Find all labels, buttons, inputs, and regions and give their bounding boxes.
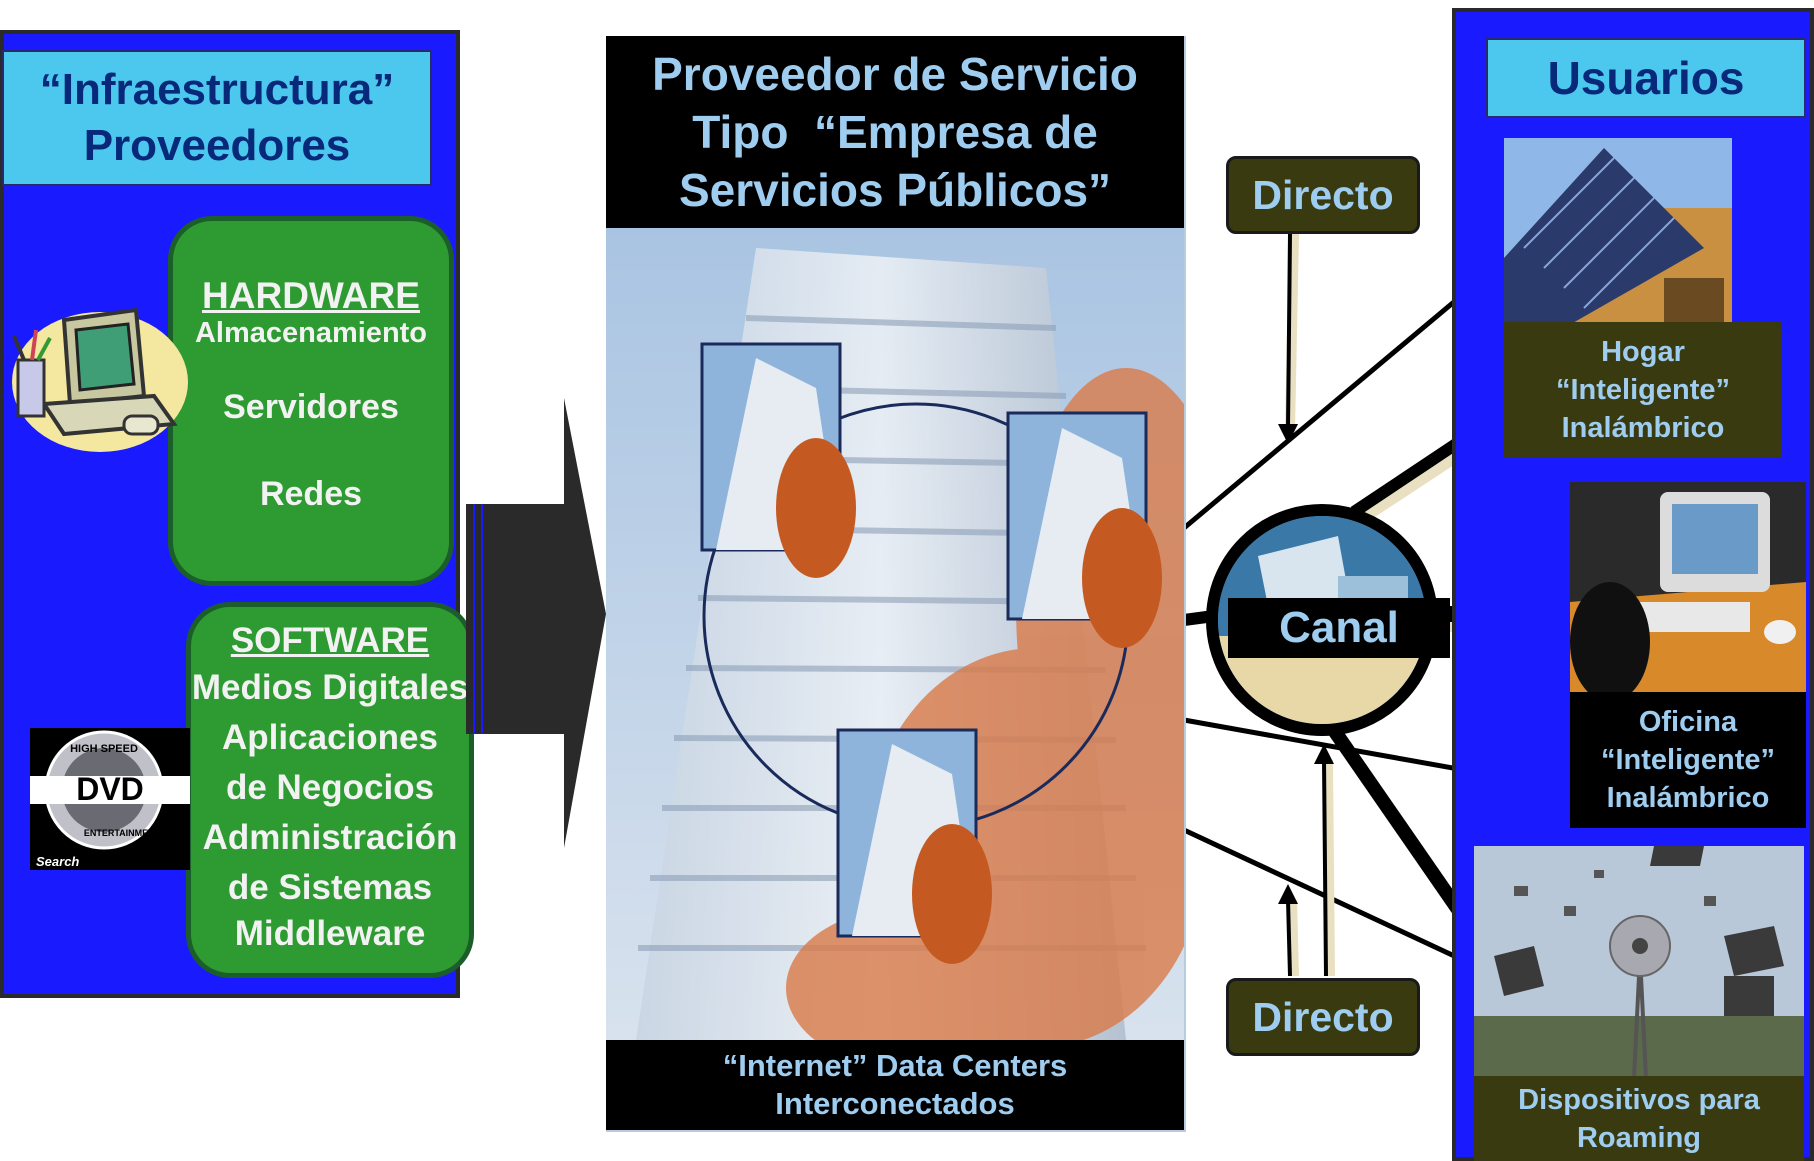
- right-arrow-icon: [466, 398, 606, 848]
- dvd-ring-bottom: ENTERTAINMENT: [84, 828, 161, 838]
- software-box: SOFTWARE Medios Digitales Aplicaciones d…: [186, 602, 474, 978]
- software-item: Administración: [202, 818, 458, 857]
- smart-office-label: Oficina “Inteligente” Inalámbrico: [1570, 692, 1806, 828]
- directo-label-bottom: Directo: [1226, 978, 1420, 1056]
- office-desk-photo: [1570, 482, 1806, 692]
- roaming-devices-line: Roaming: [1576, 1121, 1702, 1154]
- directo-label-top: Directo: [1226, 156, 1420, 234]
- software-item: de Negocios: [225, 768, 435, 807]
- service-provider-title-line3: Servicios Públicos”: [678, 164, 1112, 216]
- hardware-item-storage: Almacenamiento: [194, 317, 428, 349]
- software-item: Medios Digitales: [191, 668, 469, 707]
- software-heading: SOFTWARE: [230, 621, 430, 660]
- roaming-devices-line: Dispositivos para: [1518, 1083, 1760, 1116]
- smart-home-line: “Inteligente”: [1555, 374, 1730, 406]
- data-centers-caption-line2: Interconectados: [775, 1086, 1015, 1121]
- smart-office-line: “Inteligente”: [1600, 744, 1775, 776]
- service-provider-title-line2: Tipo “Empresa de: [692, 106, 1098, 158]
- hardware-heading: HARDWARE: [202, 275, 420, 316]
- hardware-item-servers: Servidores: [223, 388, 399, 426]
- dvd-search-label: Search: [36, 854, 79, 869]
- data-centers-caption: “Internet” Data Centers Interconectados: [606, 1040, 1184, 1130]
- smart-home-line: Inalámbrico: [1561, 412, 1725, 444]
- smart-office-line: Inalámbrico: [1606, 782, 1770, 814]
- dvd-ring-top: HIGH SPEED: [70, 743, 138, 755]
- dvd-logo-icon: DVD HIGH SPEED ENTERTAINMENT Search: [30, 728, 190, 870]
- software-item: Aplicaciones: [222, 718, 438, 757]
- infrastructure-title-line1: “Infraestructura”: [39, 65, 395, 114]
- hardware-box: HARDWARE Almacenamiento Servidores Redes: [168, 216, 454, 586]
- software-item: de Sistemas: [227, 868, 433, 907]
- data-centers-caption-line1: “Internet” Data Centers: [722, 1048, 1068, 1083]
- users-title: Usuarios: [1486, 38, 1806, 118]
- dvd-mark: DVD: [76, 771, 144, 807]
- roaming-devices-label: Dispositivos para Roaming: [1474, 1076, 1804, 1161]
- smart-office-line: Oficina: [1638, 706, 1738, 738]
- solar-house-photo: [1504, 138, 1732, 328]
- service-provider-title-line1: Proveedor de Servicio: [652, 48, 1138, 100]
- smart-home-label: Hogar “Inteligente” Inalámbrico: [1504, 322, 1782, 458]
- office-building-photo: [606, 228, 1184, 1040]
- computer-clipart-icon: [12, 307, 188, 452]
- infrastructure-title-line2: Proveedores: [83, 121, 351, 170]
- windmill-laptops-photo: [1474, 846, 1804, 1078]
- hardware-item-networks: Redes: [259, 475, 363, 513]
- service-provider-title: Proveedor de Servicio Tipo “Empresa de S…: [606, 36, 1184, 228]
- software-item: Middleware: [234, 914, 426, 953]
- canal-label: Canal: [1228, 598, 1450, 658]
- infrastructure-title: “Infraestructura” Proveedores: [2, 50, 432, 186]
- smart-home-line: Hogar: [1601, 336, 1685, 368]
